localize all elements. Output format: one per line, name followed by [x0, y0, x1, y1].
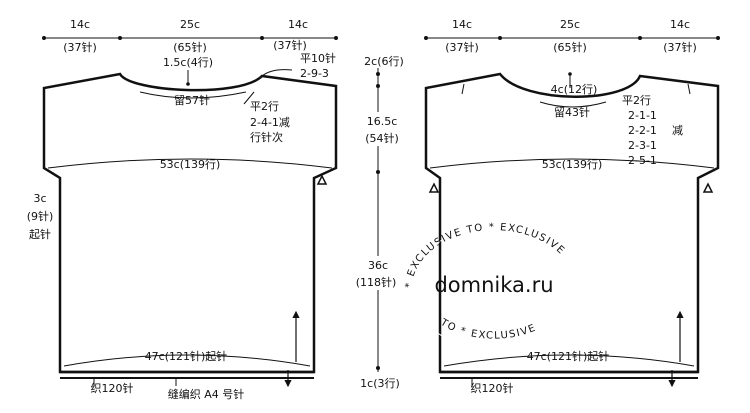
front-top-center-width: 25c: [560, 18, 580, 31]
vdim-dot-2: [376, 84, 380, 88]
front-neck-flat-rows: 平2行: [622, 94, 651, 107]
back-top-center-width: 25c: [180, 18, 200, 31]
back-hem-curve: [63, 354, 311, 367]
front-top-left-width: 14c: [452, 18, 472, 31]
front-dim-dot-1: [424, 36, 428, 40]
vdim-dot-3: [376, 170, 380, 174]
back-side-width: 3c: [33, 192, 46, 205]
back-shoulder-hook: [261, 69, 293, 77]
back-dim-dot-4: [334, 36, 338, 40]
front-side-marker-left: [428, 182, 440, 193]
back-outline: [42, 72, 338, 374]
middle-top-height: 2c(6行): [364, 55, 404, 68]
vdim-bg-2: [360, 112, 406, 146]
back-dim-dot-3: [260, 36, 264, 40]
front-side-marker-right: [702, 182, 714, 193]
front-neck-depth: 4c(12行): [551, 83, 598, 96]
front-shoulder-tick-right: [687, 83, 691, 95]
back-dim-dot-2: [118, 36, 122, 40]
back-body-length: 53c(139行): [160, 158, 221, 171]
back-neck-dec-note: 行针次: [250, 130, 283, 144]
back-top-left-stitches: (37针): [63, 40, 97, 54]
front-neck-bind: 留43针: [554, 105, 590, 119]
back-neck-depth-dot: [186, 82, 190, 86]
vdim-bg-1: [360, 54, 406, 68]
back-rib-stitches: 织120针: [91, 381, 134, 395]
front-dim-dot-4: [716, 36, 720, 40]
front-top-center-stitches: (65针): [553, 40, 587, 54]
front-piece: 14c (37针) 25c (65针) 14c (37针) 4c(12行) 留4…: [424, 18, 720, 395]
vdim-dot-1: [376, 72, 380, 76]
watermark: * EXCLUSIVE TO * EXCLUSIVE TO * EXCLUSIV…: [404, 222, 577, 351]
front-neck-curve: [539, 101, 607, 108]
back-length-curve: [47, 158, 333, 169]
back-dim-dot-1: [42, 36, 46, 40]
front-neck-dec-3: 2-3-1: [628, 139, 657, 152]
front-neck-dec-1: 2-1-1: [628, 109, 657, 122]
back-shoulder-seq: 2-9-3: [300, 67, 329, 80]
back-side-stitches: (9针): [27, 209, 54, 223]
back-neck-bind: 留57针: [174, 93, 210, 107]
front-neck-dec-label: 减: [672, 124, 683, 137]
back-side-cast-on: 起针: [29, 227, 51, 241]
back-neck-flat-rows: 平2行: [250, 100, 279, 113]
front-hem-curve: [443, 354, 695, 367]
middle-upper-height: 16.5c: [367, 115, 398, 128]
back-neck-dec-seq: 2-4-1减: [250, 116, 290, 129]
back-side-marker: [316, 174, 328, 185]
front-top-left-stitches: (37针): [445, 40, 479, 54]
watermark-main: domnika.ru: [434, 273, 553, 297]
front-neck-dec-4: 2-5-1: [628, 154, 657, 167]
vdim-bg-4: [356, 376, 406, 390]
front-body-length: 53c(139行): [542, 158, 603, 171]
middle-lower-height: 36c: [368, 259, 388, 272]
front-outline: [424, 72, 720, 374]
middle-rib-height: 1c(3行): [360, 377, 400, 390]
watermark-ring-bottom: TO * EXCLUSIVE: [438, 317, 539, 342]
back-hem-width: 47c(121针)起针: [145, 349, 228, 363]
vdim-bg-3: [352, 256, 402, 290]
front-dim-dot-3: [638, 36, 642, 40]
vdim-dot-4: [376, 366, 380, 370]
back-neck-depth: 1.5c(4行): [163, 56, 213, 69]
middle-upper-rows: (54针): [365, 131, 399, 145]
front-top-right-stitches: (37针): [663, 40, 697, 54]
front-shoulder-tick-left: [461, 83, 465, 95]
back-rib-pattern: 缝编织 A4 号针: [168, 387, 245, 401]
front-hem-width: 47c(121针)起针: [527, 349, 610, 363]
middle-lower-rows: (118针): [356, 275, 397, 289]
front-length-curve: [429, 158, 715, 169]
back-top-right-width: 14c: [288, 18, 308, 31]
watermark-ring: [411, 225, 577, 351]
back-neck-leader: [243, 91, 255, 105]
vertical-dimension: 2c(6行) 16.5c (54针) 36c (118针) 1c(3行): [352, 54, 406, 390]
back-top-right-stitches: (37针): [273, 38, 307, 52]
front-neck-dec-2: 2-2-1: [628, 124, 657, 137]
back-shoulder-flat: 平10针: [300, 51, 336, 65]
back-neck-curve: [139, 91, 247, 99]
front-rib-stitches: 织120针: [471, 381, 514, 395]
front-dim-dot-2: [498, 36, 502, 40]
front-neck-depth-dot: [568, 72, 572, 76]
front-top-right-width: 14c: [670, 18, 690, 31]
back-piece: 14c (37针) 25c (65针) 14c (37针) 1.5c(4行) 平…: [27, 18, 338, 401]
back-top-center-stitches: (65针): [173, 40, 207, 54]
back-top-left-width: 14c: [70, 18, 90, 31]
